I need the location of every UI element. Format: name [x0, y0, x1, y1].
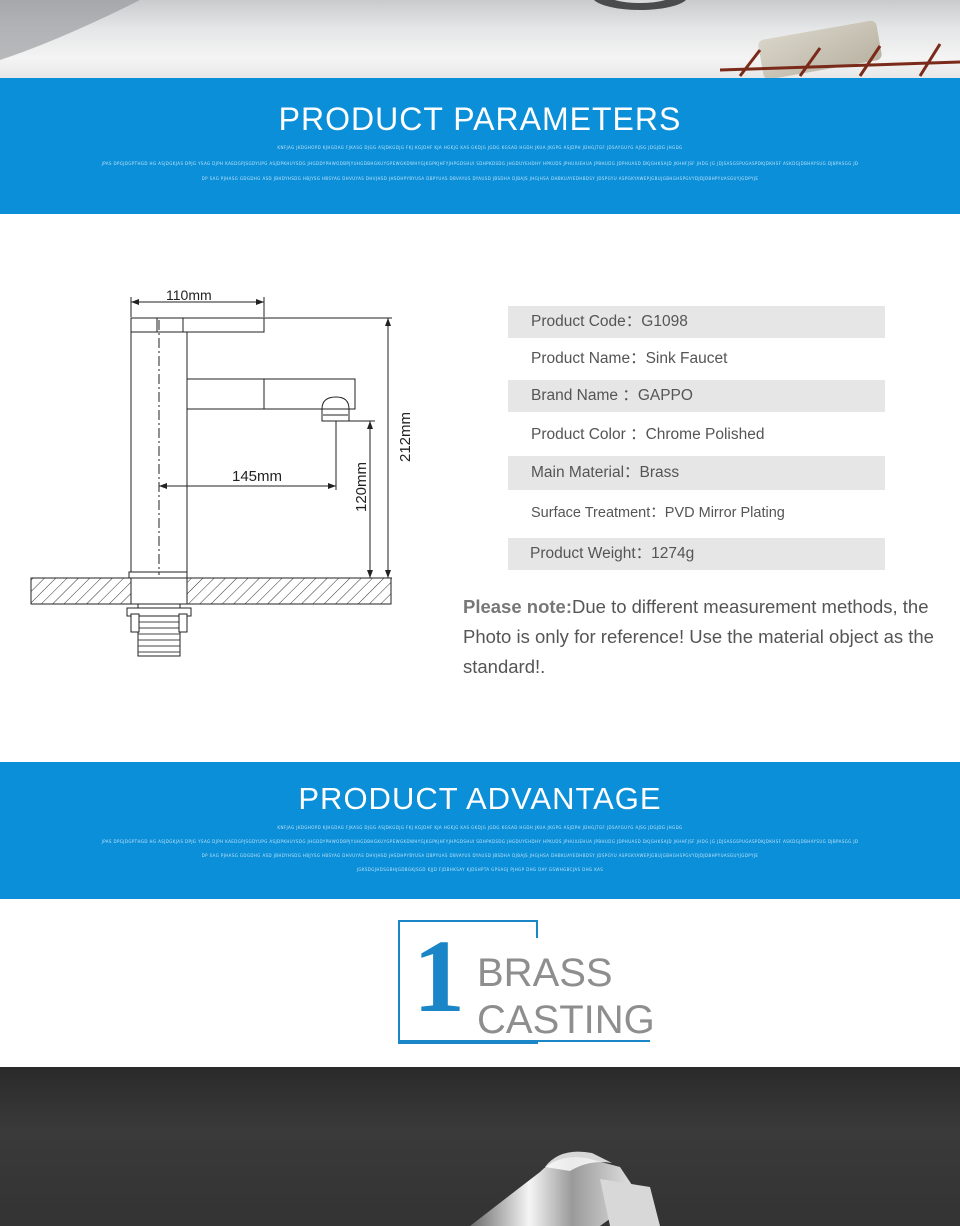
feature-number: 1: [413, 919, 465, 1034]
dim-212-label: 212mm: [397, 412, 414, 462]
param-product-weight: Product Weight：1274g: [508, 538, 885, 570]
frame-bottom-line: [398, 1040, 650, 1042]
param-main-material: Main Material：Brass: [508, 456, 885, 490]
note-label: Please note:: [463, 596, 572, 617]
param-product-code: Product Code：G1098: [508, 306, 885, 338]
brass-casting-frame: [398, 920, 538, 1044]
param-product-name: Product Name：Sink Faucet: [531, 350, 728, 367]
top-photo-art: [0, 0, 960, 78]
top-product-photo: [0, 0, 960, 78]
dim-145-label: 145mm: [232, 468, 282, 485]
banner-title: PRODUCT PARAMETERS: [278, 101, 682, 137]
note-text: Due to different measurement methods, th…: [463, 596, 934, 677]
product-advantage-banner: PRODUCT ADVANTAGE KNFJAG JKDGHOPD KJHGDA…: [0, 762, 960, 899]
product-parameters-banner: PRODUCT PARAMETERS KNFJAG JKDGHOPD KJHGD…: [0, 78, 960, 214]
banner-filler-text: JPAS DPGJDGPTHGD HG ASJDGKJAS DPJG YSAG …: [101, 161, 859, 166]
banner-filler-text: JGKSDGJHDSGBHJGDBGKJSGD KJJD FJDBHKSAY K…: [356, 867, 604, 872]
banner-filler-text: KNFJAG JKDGHOPD KJHGDAG FJKASG DJGG ASJD…: [277, 825, 683, 830]
dim-110-label: 110mm: [166, 287, 212, 303]
param-surface-treatment: Surface Treatment：PVD Mirror Plating: [531, 505, 785, 521]
banner-filler-text: KNFJAG JKDGHOPD KJHGDAG FJKASG DJGG ASJD…: [277, 145, 683, 150]
banner-filler-text: JPAS DPGJDGPTHGD HG ASJDGKJAS DPJG YSAG …: [101, 839, 859, 844]
faucet-dimension-diagram: 110mm 145mm 212mm 120mm: [30, 287, 414, 657]
frame-corner: [536, 920, 538, 938]
param-brand-name: Brand Name ：GAPPO: [508, 380, 885, 412]
banner-filler-text: DP SAG PJHASG GDGDHG ASD JBHDYHSDG HBJYS…: [201, 853, 759, 858]
banner-filler-text: DP SAG PJHASG GDGDHG ASD JBHDYHSDG HBJYS…: [201, 176, 759, 181]
chrome-faucet-art: [470, 1151, 660, 1226]
banner-title: PRODUCT ADVANTAGE: [298, 781, 662, 816]
disclaimer-note: Please note:Due to different measurement…: [463, 592, 943, 682]
bottom-product-photo: [0, 1067, 960, 1226]
dim-120-label: 120mm: [353, 462, 370, 512]
feature-title-line1: BRASS: [477, 951, 613, 995]
param-product-color: Product Color ：Chrome Polished: [531, 426, 765, 443]
feature-title-line2: CASTING: [477, 998, 655, 1042]
